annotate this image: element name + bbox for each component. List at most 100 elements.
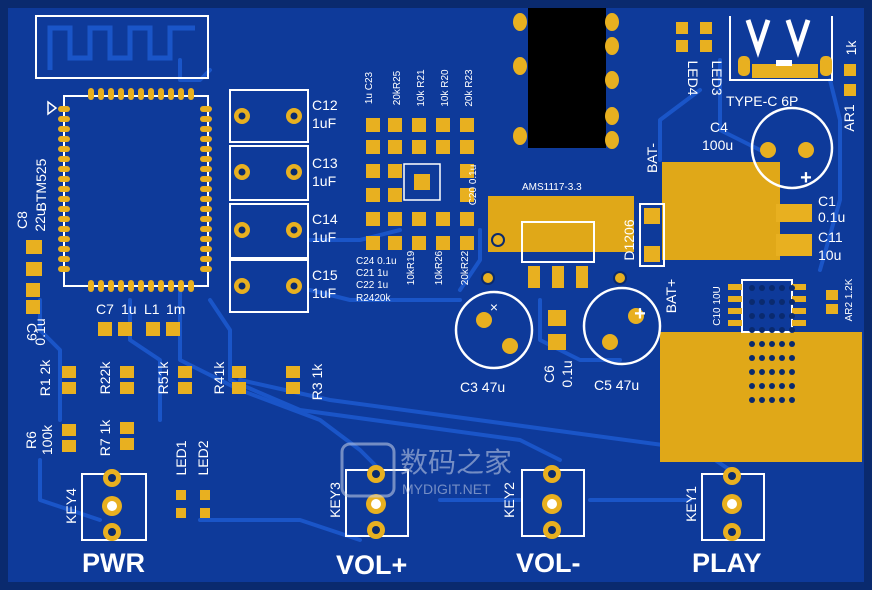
btm525-pad-left xyxy=(58,266,70,272)
c4-polarity: + xyxy=(800,167,812,189)
thermal-via xyxy=(749,327,755,333)
watermark: 数码之家 MYDIGIT.NET xyxy=(340,442,512,498)
copper-area-ams-tab xyxy=(488,196,634,252)
btm525-pad-left xyxy=(58,196,70,202)
c9-label: C9 xyxy=(24,323,40,341)
r25-label: 20kR25 xyxy=(392,70,403,105)
bat-minus-label: BAT- xyxy=(644,143,660,173)
r3-label: R3 1k xyxy=(309,363,325,401)
codec-passive-pad xyxy=(388,236,402,250)
c15-label: C15 xyxy=(312,267,338,283)
btm525-pad-bottom xyxy=(128,280,134,292)
c5-label: C5 47u xyxy=(594,377,639,393)
bat-plus-label: BAT+ xyxy=(663,279,679,313)
led4-pad-1 xyxy=(676,22,688,34)
thermal-via xyxy=(769,341,775,347)
r2-pad-1 xyxy=(120,366,134,378)
btm525-pad-right xyxy=(200,106,212,112)
thermal-via xyxy=(769,299,775,305)
btm525-pad-left xyxy=(58,126,70,132)
codec-passive-pad xyxy=(366,236,380,250)
d1206-body xyxy=(639,203,665,267)
c9-value: 0.1u xyxy=(32,318,48,345)
thermal-via xyxy=(749,369,755,375)
charger-ic xyxy=(741,279,793,333)
thermal-via xyxy=(749,341,755,347)
c3-pad-2 xyxy=(502,338,518,354)
charger-ic-pin xyxy=(728,320,742,326)
btm525-pad-top xyxy=(158,88,164,100)
thermal-via xyxy=(789,355,795,361)
thermal-via xyxy=(759,299,765,305)
key4-switch[interactable] xyxy=(81,469,147,541)
thermal-via xyxy=(779,285,785,291)
c1-pad xyxy=(776,204,812,222)
codec-passive-pad xyxy=(460,188,474,202)
watermark-cn: 数码之家 xyxy=(400,447,512,478)
l1-pad-1 xyxy=(146,322,160,336)
c6-pad-2 xyxy=(548,334,566,350)
key1-switch[interactable] xyxy=(701,467,765,541)
btm525-pad-right xyxy=(200,176,212,182)
r24-label: R2420k xyxy=(356,293,391,304)
via-array xyxy=(749,285,795,403)
l1-value: 1m xyxy=(166,301,185,317)
c3-outline xyxy=(454,290,534,370)
c21-label: C21 1u xyxy=(356,268,388,279)
btm525-pad-bottom xyxy=(158,280,164,292)
ar1-label: AR1 xyxy=(841,104,857,131)
c7-label: C7 xyxy=(96,301,114,317)
led1-pad-1 xyxy=(176,490,186,500)
d1206-pad-2 xyxy=(644,246,660,262)
codec-passive-pad xyxy=(460,236,474,250)
ar2-pad-2 xyxy=(826,304,838,314)
btm525-pad-top xyxy=(138,88,144,100)
codec-passive-pad xyxy=(366,212,380,226)
btm525-pad-right xyxy=(200,236,212,242)
c12-value: 1uF xyxy=(312,115,336,131)
key2-switch[interactable] xyxy=(521,465,585,539)
c13-value: 1uF xyxy=(312,173,336,189)
traces xyxy=(38,58,842,542)
ams1117-body xyxy=(521,221,595,263)
c11-value: 10u xyxy=(818,247,841,263)
btm525-pad-right xyxy=(200,216,212,222)
thermal-via xyxy=(779,327,785,333)
c3-pad-1 xyxy=(476,312,492,328)
btm525-pad-top xyxy=(128,88,134,100)
thermal-via xyxy=(769,355,775,361)
thermal-via xyxy=(749,299,755,305)
thermal-via xyxy=(769,285,775,291)
thermal-via xyxy=(789,383,795,389)
codec-passive-pad xyxy=(388,164,402,178)
charger-ic-pin xyxy=(728,296,742,302)
c3-label: C3 47u xyxy=(460,379,505,395)
c5-polarity: + xyxy=(634,303,646,325)
antenna-trace xyxy=(47,25,195,70)
l1-pad-2 xyxy=(166,322,180,336)
key2-label: KEY2 xyxy=(501,482,517,518)
r4-pad-1 xyxy=(232,366,246,378)
d1206-pad-1 xyxy=(644,208,660,224)
codec-passive-pad xyxy=(388,188,402,202)
thermal-via xyxy=(779,355,785,361)
btm525-module xyxy=(47,88,212,292)
thermal-via xyxy=(759,383,765,389)
codec-passive-pad xyxy=(460,164,474,178)
ams-via-2 xyxy=(481,271,495,285)
codec-passive-pad xyxy=(366,140,380,154)
key3-switch[interactable] xyxy=(345,465,409,539)
r6-value: 100k xyxy=(39,424,55,455)
type-c-connector xyxy=(729,16,833,81)
c4-value: 100u xyxy=(702,137,733,153)
btm525-pad-left xyxy=(58,216,70,222)
btm525-pad-bottom xyxy=(168,280,174,292)
btm525-pad-top xyxy=(88,88,94,100)
codec-passive-pad xyxy=(436,212,450,226)
codec-passive-pad xyxy=(412,236,426,250)
btm525-pad-left xyxy=(58,236,70,242)
ams-via-1 xyxy=(491,233,505,247)
thermal-via xyxy=(749,313,755,319)
led3-pad-2 xyxy=(700,40,712,52)
